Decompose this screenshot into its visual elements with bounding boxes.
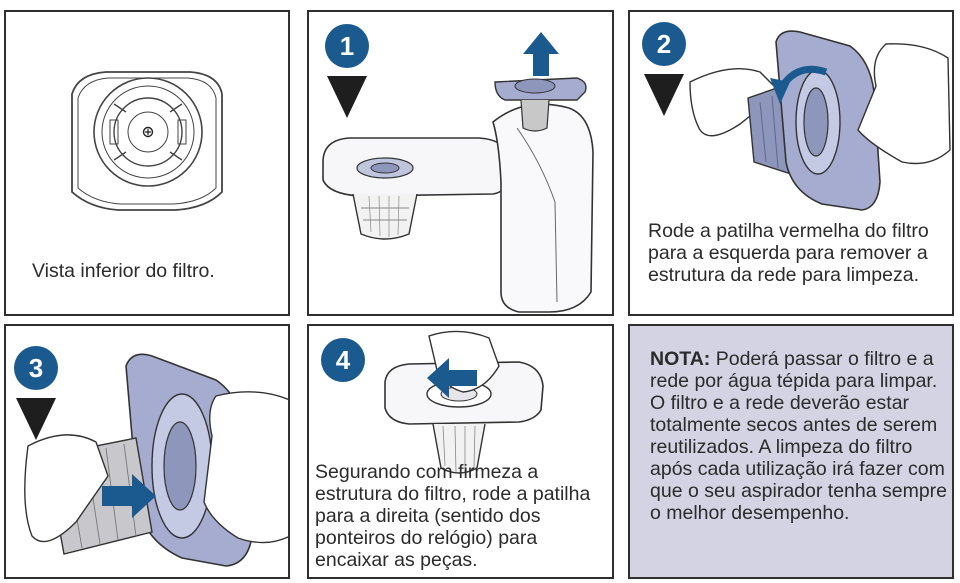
step-4-illustration [384, 330, 544, 474]
step-3-number: 3 [29, 353, 43, 383]
step-1-illustration [322, 32, 594, 313]
note-text-block: NOTA: Poderá passar o filtro e a rede po… [650, 348, 950, 524]
step-3-illustration [24, 353, 288, 567]
step-1-badge: 1 [325, 24, 369, 118]
panel-step-4: 4 Segurando com firmeza a estrutura do f… [307, 324, 614, 579]
panel-step-3: 3 [4, 324, 290, 579]
bottom-view-caption: Vista inferior do filtro. [32, 260, 215, 282]
panel-step-1: 1 [307, 10, 614, 316]
step-2-number: 2 [657, 29, 671, 59]
step-4-caption: Segurando com firmeza a estrutura do fil… [315, 461, 591, 571]
step-2-caption: Rode a patilha vermelha do filtro para a… [648, 220, 948, 286]
step-3-badge: 3 [14, 346, 58, 440]
panel-note: NOTA: Poderá passar o filtro e a rede po… [628, 324, 954, 579]
step-4-badge: 4 [321, 338, 365, 382]
note-body: Poderá passar o filtro e a rede por água… [650, 348, 948, 524]
panel-bottom-view: Vista inferior do filtro. [4, 10, 290, 316]
step-1-number: 1 [340, 31, 354, 61]
panel-step-2: 2 Rode a patilha vermelha do filtro para… [628, 10, 954, 316]
step-2-illustration [689, 30, 951, 211]
filter-bottom-view-illustration [71, 71, 223, 211]
note-label: NOTA: [650, 348, 711, 370]
step-2-badge: 2 [642, 22, 686, 116]
step-4-number: 4 [336, 345, 351, 375]
